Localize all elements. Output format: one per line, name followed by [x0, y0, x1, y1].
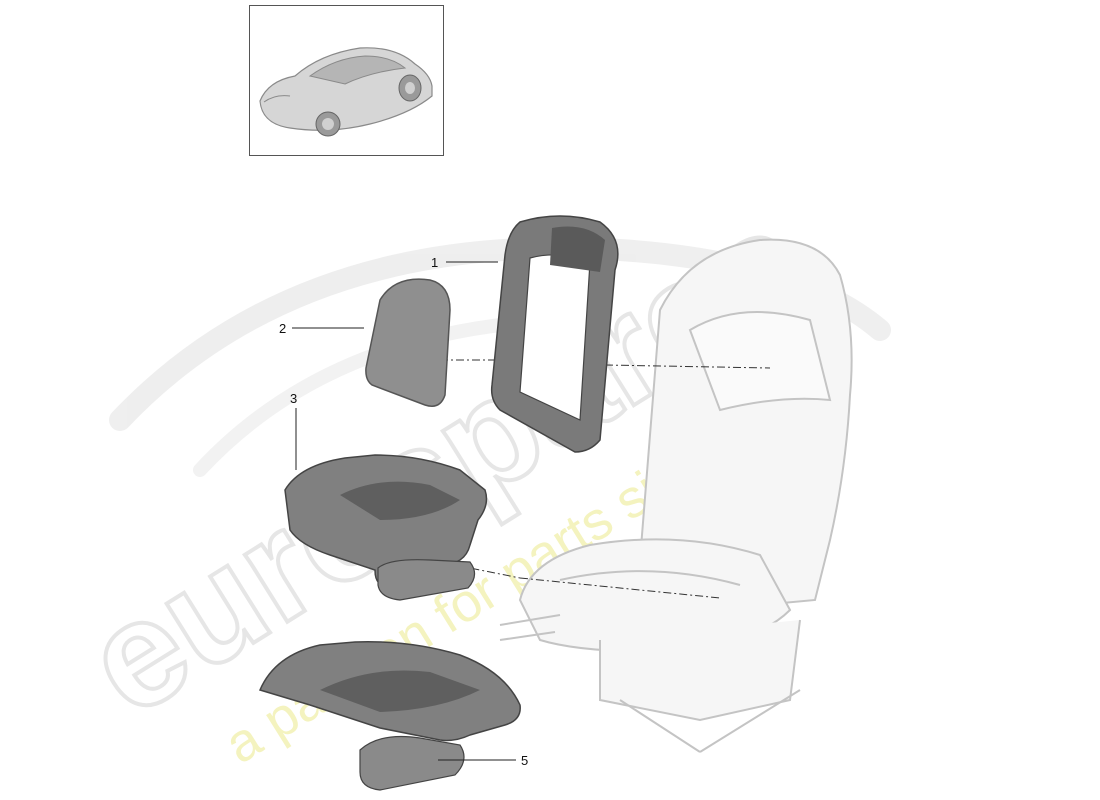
car-thumbnail-icon — [259, 47, 433, 137]
callout-leaders — [292, 261, 516, 761]
callout-part-1: 1 — [431, 255, 439, 270]
callout-part-5: 5 — [521, 753, 529, 768]
part-5-seat-base-pad — [258, 641, 521, 791]
part-2-lumbar-pad — [365, 278, 451, 407]
seat-assembly-illustration — [499, 238, 853, 753]
vehicle-thumbnail-frame — [249, 5, 444, 156]
callout-part-3: 3 — [290, 391, 298, 406]
callout-part-2: 2 — [279, 321, 287, 336]
part-3-seat-cushion — [284, 454, 488, 601]
part-1-backrest-frame — [490, 215, 619, 453]
